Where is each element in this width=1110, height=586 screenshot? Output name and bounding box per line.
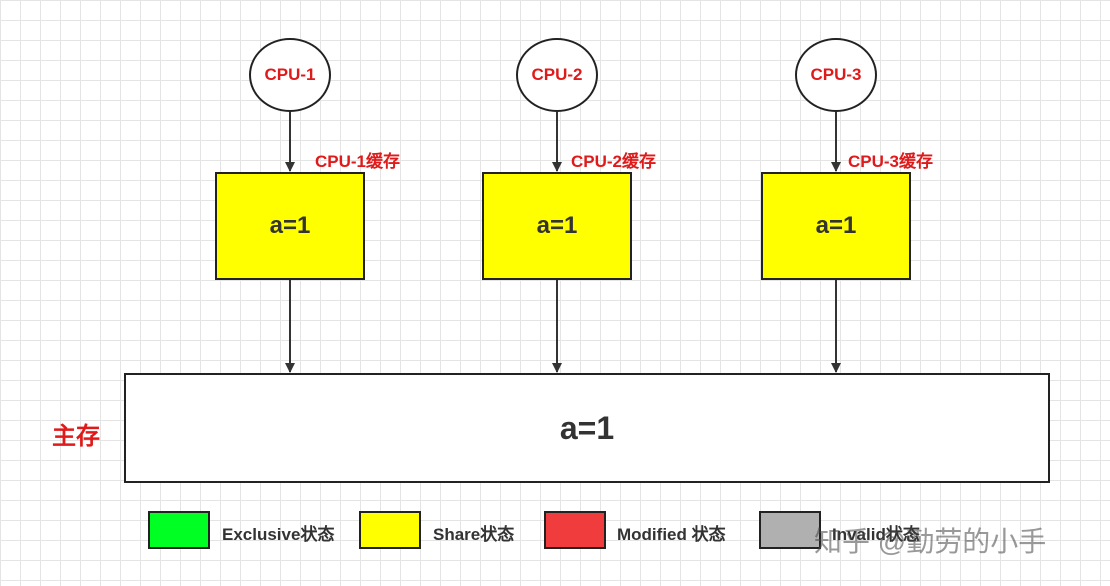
legend-swatch-invalid bbox=[759, 511, 821, 549]
cpu-2-cache-value: a=1 bbox=[536, 212, 578, 239]
main-memory-box: a=1 bbox=[124, 373, 1050, 483]
cpu-1-cache-box: a=1 bbox=[215, 172, 365, 280]
cpu-2-cache-box: a=1 bbox=[482, 172, 632, 280]
legend-label-modified: Modified 状态 bbox=[617, 525, 726, 544]
cpu-2-cache-label: CPU-2缓存 bbox=[571, 152, 657, 171]
watermark-text: 知乎 @勤劳的小手 bbox=[814, 526, 1047, 557]
cpu-3-node: CPU-3 bbox=[795, 38, 877, 112]
cpu-2-label: CPU-2 bbox=[531, 65, 583, 84]
main-memory-label: 主存 bbox=[52, 423, 100, 450]
cpu-1-label: CPU-1 bbox=[264, 65, 316, 84]
cpu-3-label: CPU-3 bbox=[810, 65, 862, 84]
cpu-3-cache-box: a=1 bbox=[761, 172, 911, 280]
main-memory-value: a=1 bbox=[559, 409, 615, 446]
legend-label-exclusive: Exclusive状态 bbox=[222, 525, 335, 544]
cpu-3-cache-value: a=1 bbox=[815, 212, 857, 239]
legend-swatch-exclusive bbox=[148, 511, 210, 549]
cpu-1-node: CPU-1 bbox=[249, 38, 331, 112]
legend-label-invalid: Invalid状态 bbox=[832, 525, 920, 544]
cpu-3-cache-label: CPU-3缓存 bbox=[848, 152, 934, 171]
cpu-1-cache-value: a=1 bbox=[269, 212, 311, 239]
cpu-1-cache-label: CPU-1缓存 bbox=[315, 152, 401, 171]
legend-swatch-modified bbox=[544, 511, 606, 549]
legend-label-share: Share状态 bbox=[433, 525, 515, 544]
legend-swatch-share bbox=[359, 511, 421, 549]
cpu-2-node: CPU-2 bbox=[516, 38, 598, 112]
